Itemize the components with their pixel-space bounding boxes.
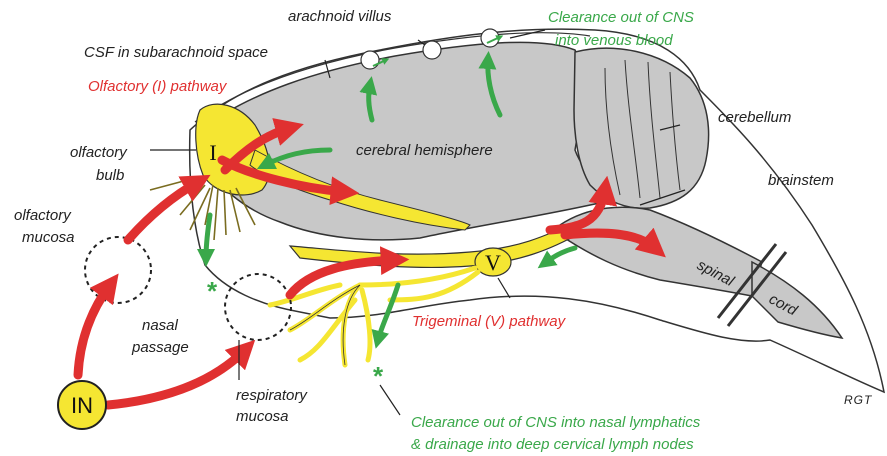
- olfactory-mucosa-label-2: mucosa: [22, 229, 75, 246]
- brainstem-label: brainstem: [768, 172, 834, 189]
- respiratory-mucosa-label-1: respiratory: [236, 387, 308, 404]
- cerebral-hemisphere-label: cerebral hemisphere: [356, 142, 493, 159]
- clearance-venous-label-1: Clearance out of CNS: [548, 9, 694, 26]
- nasal-passage-label-1: nasal: [142, 317, 179, 334]
- nerve-I-label: I: [209, 140, 216, 165]
- respiratory-mucosa-label-2: mucosa: [236, 408, 289, 425]
- olfactory-pathway-label: Olfactory (I) pathway: [88, 78, 228, 95]
- cerebellum-label: cerebellum: [718, 109, 791, 126]
- olfactory-bulb-label-1: olfactory: [70, 144, 128, 161]
- nerve-V-label: V: [485, 250, 501, 275]
- olfactory-bulb-label-2: bulb: [96, 167, 124, 184]
- clearance-lymph-label-2: & drainage into deep cervical lymph node…: [411, 436, 694, 453]
- asterisk-olfactory: *: [207, 276, 218, 306]
- csf-label: CSF in subarachnoid space: [84, 44, 268, 61]
- olfactory-mucosa-label-1: olfactory: [14, 207, 72, 224]
- trigeminal-pathway-label: Trigeminal (V) pathway: [412, 313, 567, 330]
- asterisk-lymph: *: [373, 361, 384, 391]
- input-label: IN: [71, 393, 93, 418]
- olfactory-mucosa-circle: [85, 237, 151, 303]
- clearance-venous-label-2: into venous blood: [555, 32, 673, 49]
- nasal-passage-label-2: passage: [131, 339, 189, 356]
- clearance-lymph-label-1: Clearance out of CNS into nasal lymphati…: [411, 414, 701, 431]
- arachnoid-villus-label: arachnoid villus: [288, 8, 392, 25]
- signature: RGT: [844, 393, 873, 407]
